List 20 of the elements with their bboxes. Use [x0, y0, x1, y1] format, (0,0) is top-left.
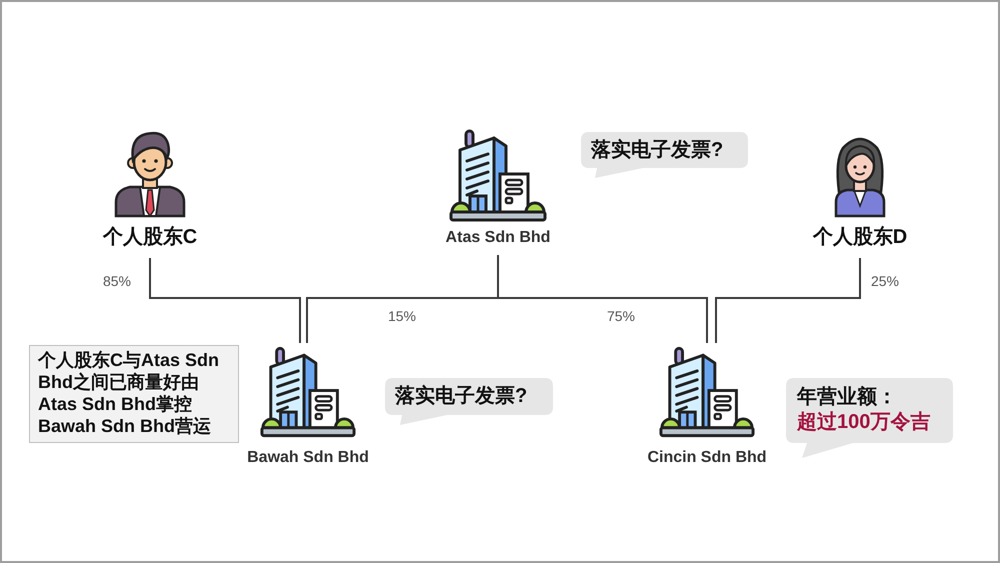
bubble-text: 落实电子发票? — [591, 138, 724, 163]
edge-label: 25% — [870, 273, 900, 289]
node-label: 个人股东D — [812, 225, 908, 249]
connector-line — [149, 258, 301, 343]
speech-bubble — [786, 378, 953, 458]
node-label: Bawah Sdn Bhd — [247, 448, 369, 468]
bubble-text: 年营业额： — [797, 385, 897, 410]
node-label: Atas Sdn Bhd — [446, 228, 550, 248]
bubble-text: 超过100万令吉 — [797, 410, 930, 435]
edge-label: 85% — [102, 273, 132, 289]
node-label: Cincin Sdn Bhd — [647, 448, 767, 468]
connector-line — [715, 258, 861, 343]
connector-line — [497, 255, 708, 343]
speech-bubble — [385, 378, 553, 425]
edge-label: 15% — [388, 308, 416, 324]
bubble-text: 落实电子发票? — [395, 384, 528, 409]
node-label: 个人股东C — [102, 225, 198, 249]
speech-bubble — [581, 132, 748, 178]
edge-label: 75% — [606, 308, 636, 324]
note-box: 个人股东C与Atas Sdn Bhd之间已商量好由Atas Sdn Bhd掌控Bawah Sdn Bhd营运 — [29, 345, 239, 443]
